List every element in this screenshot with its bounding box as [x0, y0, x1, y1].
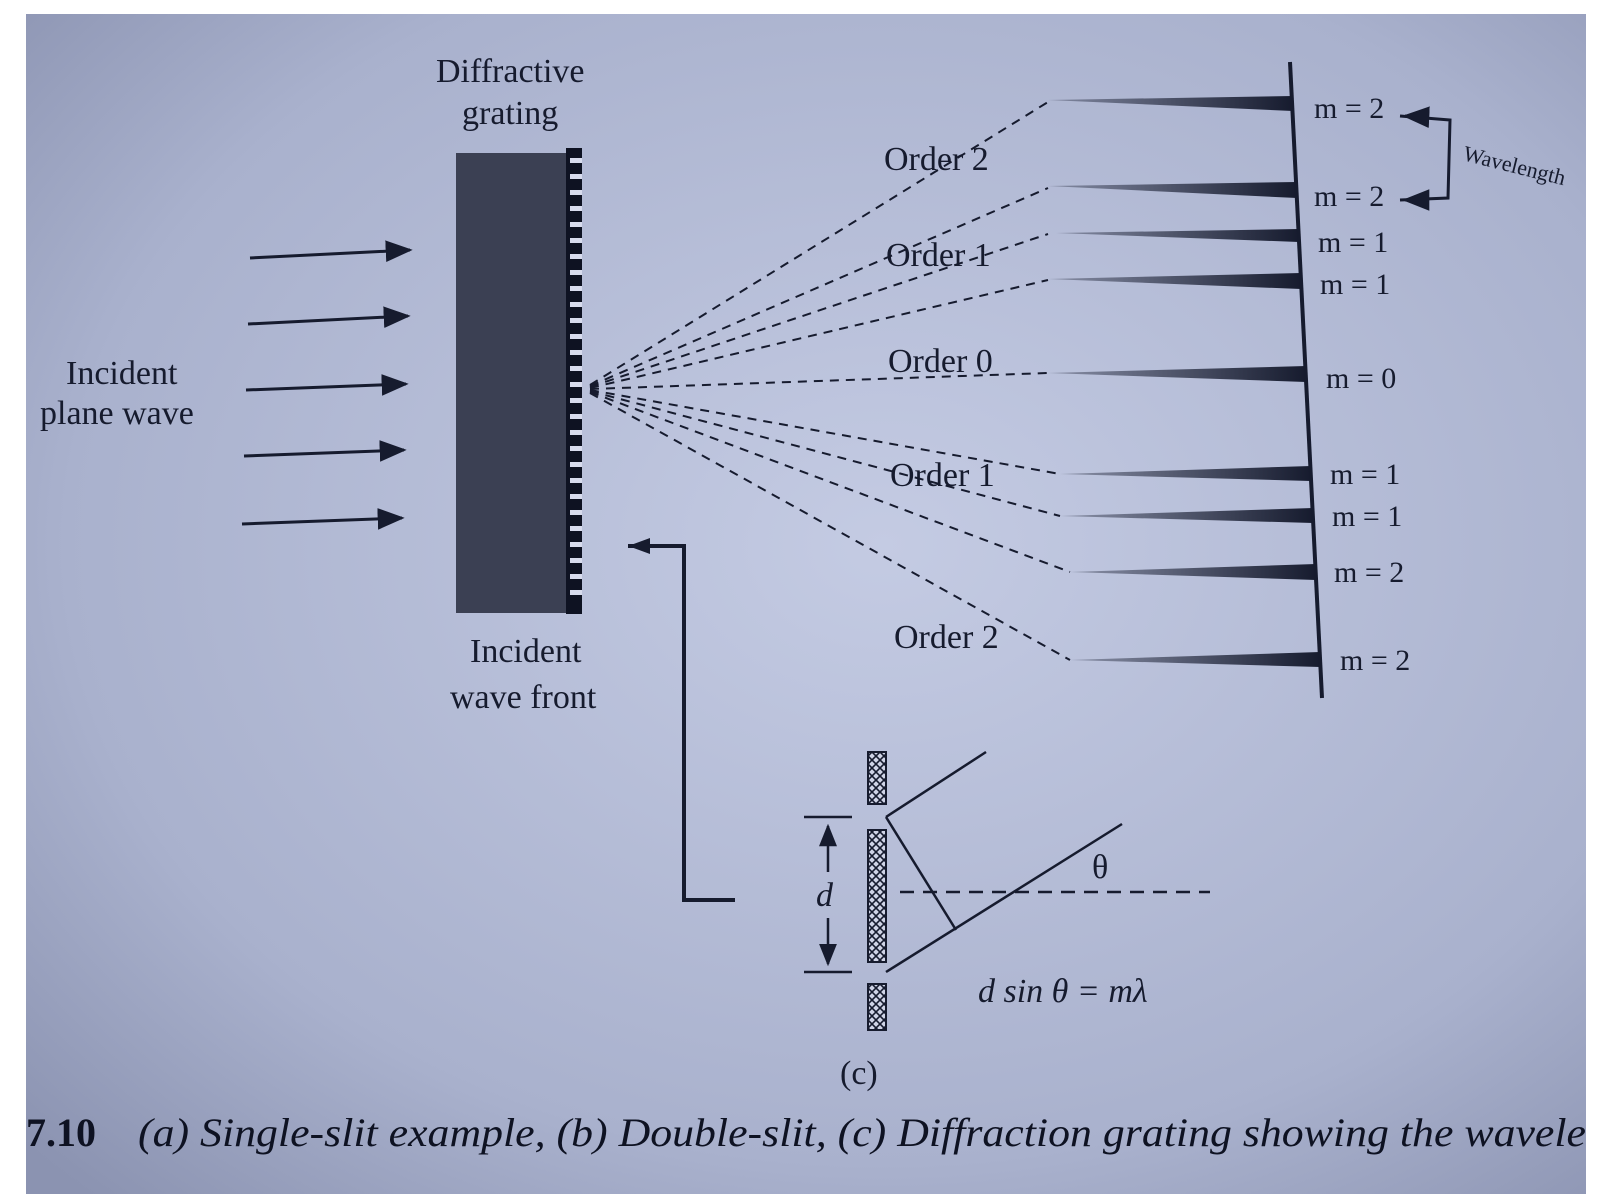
grating-slit	[570, 302, 582, 307]
order-label-upper-1: Order 1	[886, 237, 991, 274]
m-label-3: m = 1	[1318, 226, 1388, 259]
peak-m2-upper-b	[1048, 182, 1297, 198]
grating-slit	[570, 366, 582, 371]
m-label-5: m = 0	[1326, 362, 1396, 395]
grating-slit	[570, 158, 582, 163]
grating-slit	[570, 430, 582, 435]
grating-slit	[570, 398, 582, 403]
peak-m1-upper-a	[1056, 229, 1299, 242]
m-label-6: m = 1	[1330, 458, 1400, 491]
page-background	[26, 14, 1586, 1194]
grating-label-line1: Diffractive	[436, 53, 585, 90]
incident-arrows	[241, 240, 413, 530]
order-label-0: Order 0	[888, 343, 993, 380]
grating-slit	[570, 414, 582, 419]
incident-plane-label-line1: Incident	[66, 355, 178, 392]
incident-plane-label-line2: plane wave	[40, 395, 194, 432]
grating-slit	[570, 350, 582, 355]
m-label-8: m = 2	[1334, 556, 1404, 589]
grating-slit	[570, 270, 582, 275]
peak-m1-lower-b	[1060, 508, 1313, 523]
inset-panel-label: (c)	[840, 1055, 878, 1092]
grating-slit	[570, 462, 582, 467]
grating-slit	[570, 574, 582, 579]
ray-order-2-lower-b	[589, 392, 1071, 661]
m-label-9: m = 2	[1340, 644, 1410, 677]
m-label-2: m = 2	[1314, 180, 1384, 213]
grating-slit	[570, 254, 582, 259]
inset-path-difference	[884, 816, 958, 931]
intensity-peaks	[1048, 96, 1320, 667]
wavelength-bracket	[1399, 106, 1452, 211]
inset-bar	[867, 829, 887, 963]
grating-slit	[570, 318, 582, 323]
diffracted-rays	[589, 101, 1071, 661]
m-label-7: m = 1	[1332, 500, 1402, 533]
peak-m1-lower-a	[1060, 466, 1311, 481]
ray-order-2-upper-b	[589, 187, 1049, 387]
grating-slit	[570, 286, 582, 291]
inset-ray-upper	[885, 750, 987, 819]
peak-m0	[1048, 366, 1306, 382]
ray-order-0	[589, 372, 1049, 390]
inset-connector	[628, 544, 735, 902]
inset-ray-lower	[885, 822, 1123, 974]
peak-m2-lower-b	[1070, 652, 1320, 667]
grating-inset: d θ d sin θ = mλ (c)	[804, 750, 1210, 1092]
inset-bar	[867, 983, 887, 1031]
grating-slit	[570, 494, 582, 499]
m-label-4: m = 1	[1320, 268, 1390, 301]
incident-arrow	[249, 240, 413, 263]
incident-front-label-line1: Incident	[470, 633, 582, 670]
ray-order-1-upper-a	[589, 233, 1049, 388]
grating-slit	[570, 190, 582, 195]
grating-slit	[570, 526, 582, 531]
grating-slit	[570, 174, 582, 179]
inset-equation: d sin θ = mλ	[978, 973, 1148, 1010]
inset-theta-label: θ	[1092, 849, 1108, 886]
order-label-upper-2: Order 2	[884, 141, 989, 178]
caption-text: (a) Single-slit example, (b) Double-slit…	[138, 1110, 1586, 1155]
grating-slit	[570, 542, 582, 547]
grating-slit	[570, 478, 582, 483]
grating-slit	[570, 334, 582, 339]
ray-order-1-lower-b	[589, 390, 1061, 517]
incident-front-label-line2: wave front	[450, 679, 597, 716]
grating-body	[456, 153, 571, 613]
grating-slit	[570, 510, 582, 515]
incident-arrow	[247, 306, 411, 329]
ray-order-1-upper-b	[589, 279, 1049, 389]
diffraction-grating	[456, 148, 582, 614]
grating-label-line2: grating	[462, 95, 558, 132]
incident-arrow	[245, 374, 409, 396]
grating-slit	[570, 558, 582, 563]
peak-m2-upper-a	[1048, 96, 1293, 111]
peak-m2-lower-a	[1070, 564, 1316, 580]
grating-slit	[570, 206, 582, 211]
order-label-lower-1: Order 1	[890, 457, 995, 494]
grating-slit	[570, 590, 582, 595]
caption-number: 7.10	[26, 1110, 96, 1155]
grating-slit	[570, 382, 582, 387]
order-label-lower-2: Order 2	[894, 619, 999, 656]
inset-d-label: d	[816, 877, 834, 914]
grating-slits	[570, 158, 582, 595]
incident-arrow	[241, 508, 405, 530]
grating-slit	[570, 222, 582, 227]
ray-order-2-upper-a	[589, 101, 1049, 386]
peak-m1-upper-b	[1048, 273, 1301, 289]
grating-slit	[570, 446, 582, 451]
ray-order-2-lower-a	[589, 391, 1071, 573]
grating-slit	[570, 238, 582, 243]
m-label-1: m = 2	[1314, 92, 1384, 125]
incident-arrow	[243, 440, 407, 462]
inset-bar	[867, 751, 887, 805]
